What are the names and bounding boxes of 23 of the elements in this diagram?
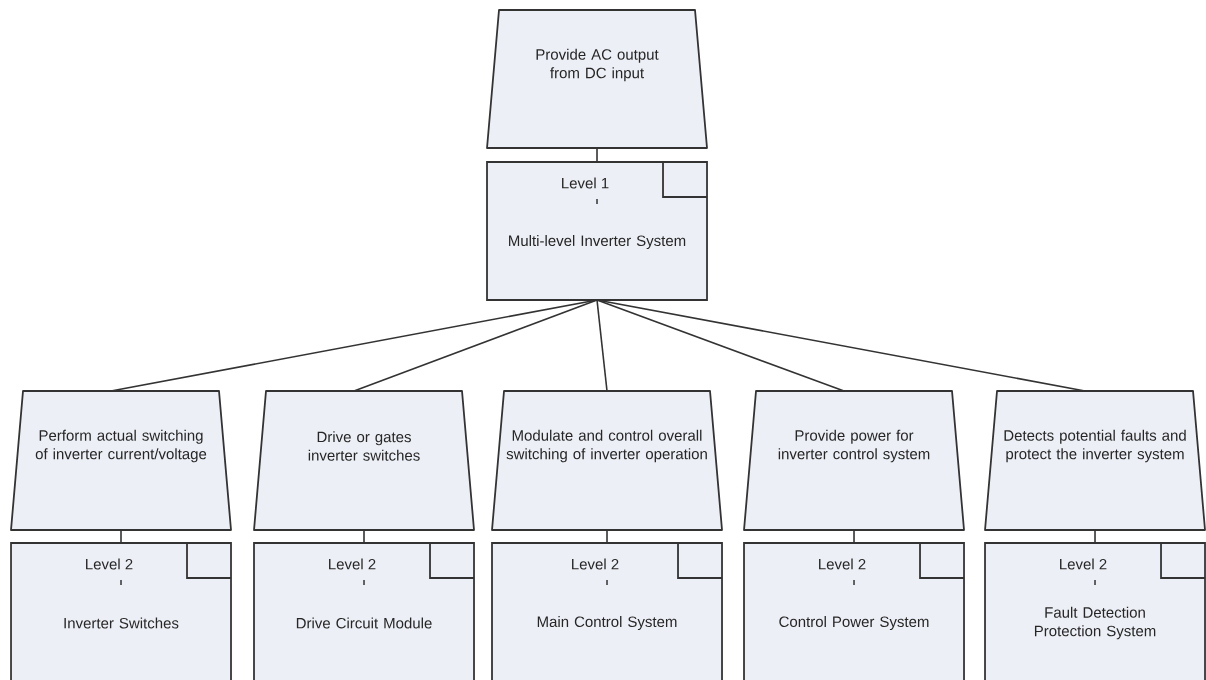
connector-line: [596, 299, 845, 392]
function-trapezoid: Perform actual switching of inverter current/voltage: [10, 390, 232, 531]
connector-line: [596, 147, 598, 163]
system-box: Level 2 Control Power System: [743, 542, 965, 680]
connector-line: [353, 299, 598, 392]
connector-line: [363, 529, 365, 544]
connector-line: [1094, 529, 1096, 544]
connector-line: [110, 299, 598, 392]
system-box: Level 2 Inverter Switches: [10, 542, 232, 680]
connector-line: [853, 529, 855, 544]
function-trapezoid: Drive or gates inverter switches: [253, 390, 475, 531]
system-box: Level 1 Multi-level Inverter System: [486, 161, 708, 301]
connector-line: [596, 299, 608, 392]
system-box: Level 2 Fault Detection Protection System: [984, 542, 1206, 680]
connector-line: [120, 529, 122, 544]
system-box: Level 2 Main Control System: [491, 542, 723, 680]
function-trapezoid: Provide power for inverter control system: [743, 390, 965, 531]
connector-line: [596, 299, 1086, 392]
function-trapezoid: Provide AC output from DC input: [486, 9, 708, 149]
connector-line: [606, 529, 608, 544]
function-trapezoid: Detects potential faults and protect the inverter system: [984, 390, 1206, 531]
system-box: Level 2 Drive Circuit Module: [253, 542, 475, 680]
function-trapezoid: Modulate and control overall switching of inverter operation: [491, 390, 723, 531]
